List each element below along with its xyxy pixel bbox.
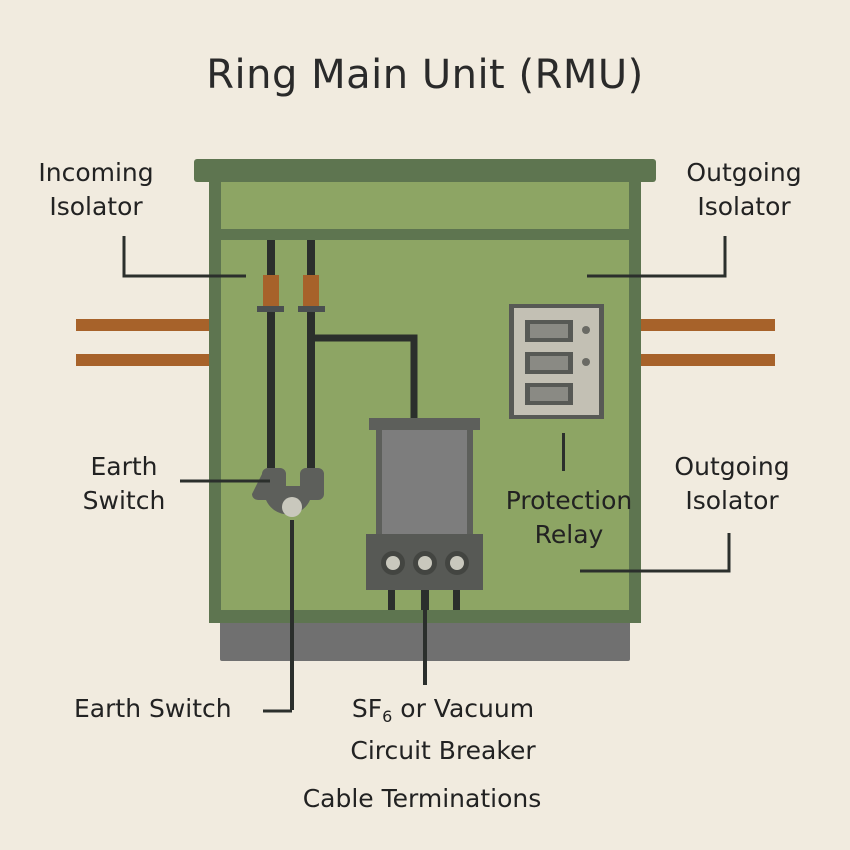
breaker-cap (369, 418, 480, 430)
cabinet-roof (194, 159, 656, 182)
protection-relay-label: Protection Relay (505, 486, 633, 549)
outgoing-isolator-mid-leader (580, 533, 731, 573)
bushing-2-base (298, 306, 325, 312)
bushing-2 (303, 275, 319, 307)
breaker-terminals (381, 551, 469, 575)
wire-1 (267, 240, 275, 468)
outgoing-cable-1 (640, 319, 775, 331)
incoming-cable-2 (76, 354, 211, 366)
diagram-title: Ring Main Unit (RMU) (206, 52, 644, 98)
incoming-isolator-leader (122, 236, 246, 278)
bushing-1 (263, 275, 279, 307)
circuit-breaker-label: SF6 or Vacuum Circuit Breaker (350, 694, 536, 765)
cable-terminations-label: Cable Terminations (302, 784, 542, 813)
outgoing-isolator-top-label: Outgoing Isolator (686, 158, 802, 221)
earth-wire (290, 520, 294, 710)
relay-leader (562, 433, 565, 471)
outgoing-cable-2 (640, 354, 775, 366)
outgoing-isolator-mid-label: Outgoing Isolator (674, 452, 790, 515)
upper-panel (221, 181, 629, 229)
outgoing-isolator-top-leader (587, 236, 727, 278)
earth-switch-bottom-label: Earth Switch (74, 694, 232, 723)
breaker-leader (423, 590, 427, 685)
wire-to-breaker (311, 334, 418, 420)
wire-2 (307, 240, 315, 468)
breaker-window (382, 430, 467, 536)
earth-switch-left-label: Earth Switch (82, 452, 166, 515)
protection-relay-panel (509, 304, 604, 419)
incoming-isolator-label: Incoming Isolator (38, 158, 154, 221)
breaker-leg-1 (388, 590, 395, 610)
bushing-1-base (257, 306, 284, 312)
incoming-cable-1 (76, 319, 211, 331)
breaker-leg-3 (453, 590, 460, 610)
